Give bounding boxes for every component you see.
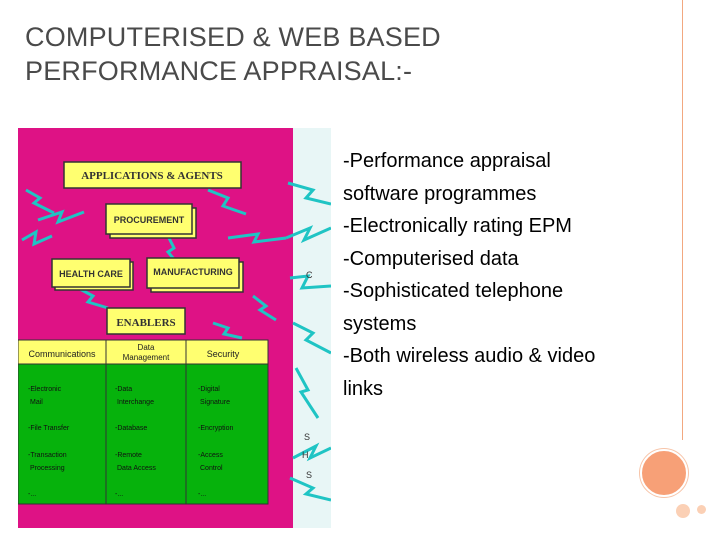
lightning-bolt-icon bbox=[287, 181, 331, 206]
procurement-box-front bbox=[105, 203, 193, 235]
lightning-bolt-icon bbox=[77, 286, 109, 310]
lightning-bolt-icon bbox=[289, 274, 331, 290]
lightning-bolt-icon bbox=[292, 442, 331, 462]
lightning-bolt-icon bbox=[37, 209, 85, 225]
bullet-line: -Sophisticated telephone bbox=[343, 280, 564, 302]
procurement-label: PROCUREMENT bbox=[114, 215, 185, 225]
bullet-line: -Performance appraisal bbox=[343, 150, 551, 172]
data-item: -... bbox=[115, 491, 123, 498]
data-item: Data Access bbox=[117, 465, 156, 472]
diagram-side-region bbox=[293, 128, 331, 528]
decorative-vertical-line bbox=[682, 0, 683, 440]
lightning-bolt-icon bbox=[212, 321, 243, 340]
slide-title: COMPUTERISED & WEB BASED PERFORMANCE APP… bbox=[25, 20, 585, 88]
bullet-line: -Computerised data bbox=[343, 247, 519, 270]
bullet-list: -Performance appraisal software programm… bbox=[343, 145, 673, 405]
column-header-communications: Communications bbox=[28, 349, 96, 359]
comm-item: Processing bbox=[30, 465, 65, 472]
column-header-data: Data bbox=[138, 343, 155, 352]
data-item: -Database bbox=[115, 425, 147, 432]
cutoff-letter: C bbox=[306, 270, 313, 280]
slide-title-line-1: COMPUTERISED & WEB BASED bbox=[25, 22, 441, 52]
health-care-label: HEALTH CARE bbox=[59, 269, 123, 279]
comm-item: -... bbox=[28, 491, 36, 498]
lightning-bolt-icon bbox=[294, 367, 320, 419]
enablers-box bbox=[106, 307, 186, 335]
comm-item: -Electronic bbox=[28, 386, 62, 393]
comm-item: -File Transfer bbox=[28, 425, 70, 432]
column-header-management: Management bbox=[123, 353, 170, 362]
enablers-table-body bbox=[18, 363, 269, 505]
data-item: -Data bbox=[115, 386, 132, 393]
security-item: -Digital bbox=[198, 386, 220, 393]
lightning-bolt-icon bbox=[289, 476, 331, 502]
health-care-box-front bbox=[51, 258, 131, 288]
security-item: -Access bbox=[198, 452, 223, 459]
bullet-line: links bbox=[343, 377, 384, 400]
comm-item: Mail bbox=[30, 399, 43, 406]
bullet-line: -Electronically rating EPM bbox=[343, 215, 572, 237]
security-item: -Encryption bbox=[198, 425, 234, 432]
decorative-circle-medium bbox=[676, 504, 690, 518]
bullet-line: systems bbox=[343, 312, 417, 335]
comm-item: -Transaction bbox=[28, 452, 67, 459]
security-item: Signature bbox=[200, 399, 230, 406]
cutoff-letter: S bbox=[304, 432, 310, 442]
cutoff-letter: S bbox=[306, 470, 312, 480]
lightning-bolt-icon bbox=[25, 188, 55, 215]
data-item: -Remote bbox=[115, 452, 142, 459]
bullet-line: -Both wireless audio & video bbox=[343, 345, 596, 367]
security-item: Control bbox=[200, 465, 223, 472]
applications-agents-box bbox=[63, 161, 242, 189]
enablers-title: ENABLERS bbox=[116, 317, 175, 329]
applications-agents-title: APPLICATIONS & AGENTS bbox=[81, 170, 223, 182]
decorative-circle-small bbox=[697, 505, 706, 514]
manufacturing-box-front bbox=[146, 257, 240, 289]
lightning-bolt-icon bbox=[21, 229, 53, 247]
lightning-bolt-icon bbox=[292, 321, 331, 355]
manufacturing-label: MANUFACTURING bbox=[153, 267, 233, 277]
decorative-circle-large bbox=[640, 449, 688, 497]
column-header-security: Security bbox=[207, 349, 240, 359]
cutoff-letter: H bbox=[302, 450, 309, 460]
slide-title-line-2: PERFORMANCE APPRAISAL:- bbox=[25, 56, 413, 86]
bullet-line: software programmes bbox=[343, 182, 537, 205]
applications-enablers-diagram: C S H S APPLICATIONS & AGENTS PROCUREMEN… bbox=[18, 128, 331, 528]
lightning-bolt-icon bbox=[227, 232, 287, 244]
security-item: -... bbox=[198, 491, 206, 498]
lightning-bolt-icon bbox=[285, 225, 331, 244]
data-item: Interchange bbox=[117, 399, 154, 406]
lightning-bolt-icon bbox=[207, 188, 247, 216]
lightning-bolt-icon bbox=[252, 294, 277, 322]
